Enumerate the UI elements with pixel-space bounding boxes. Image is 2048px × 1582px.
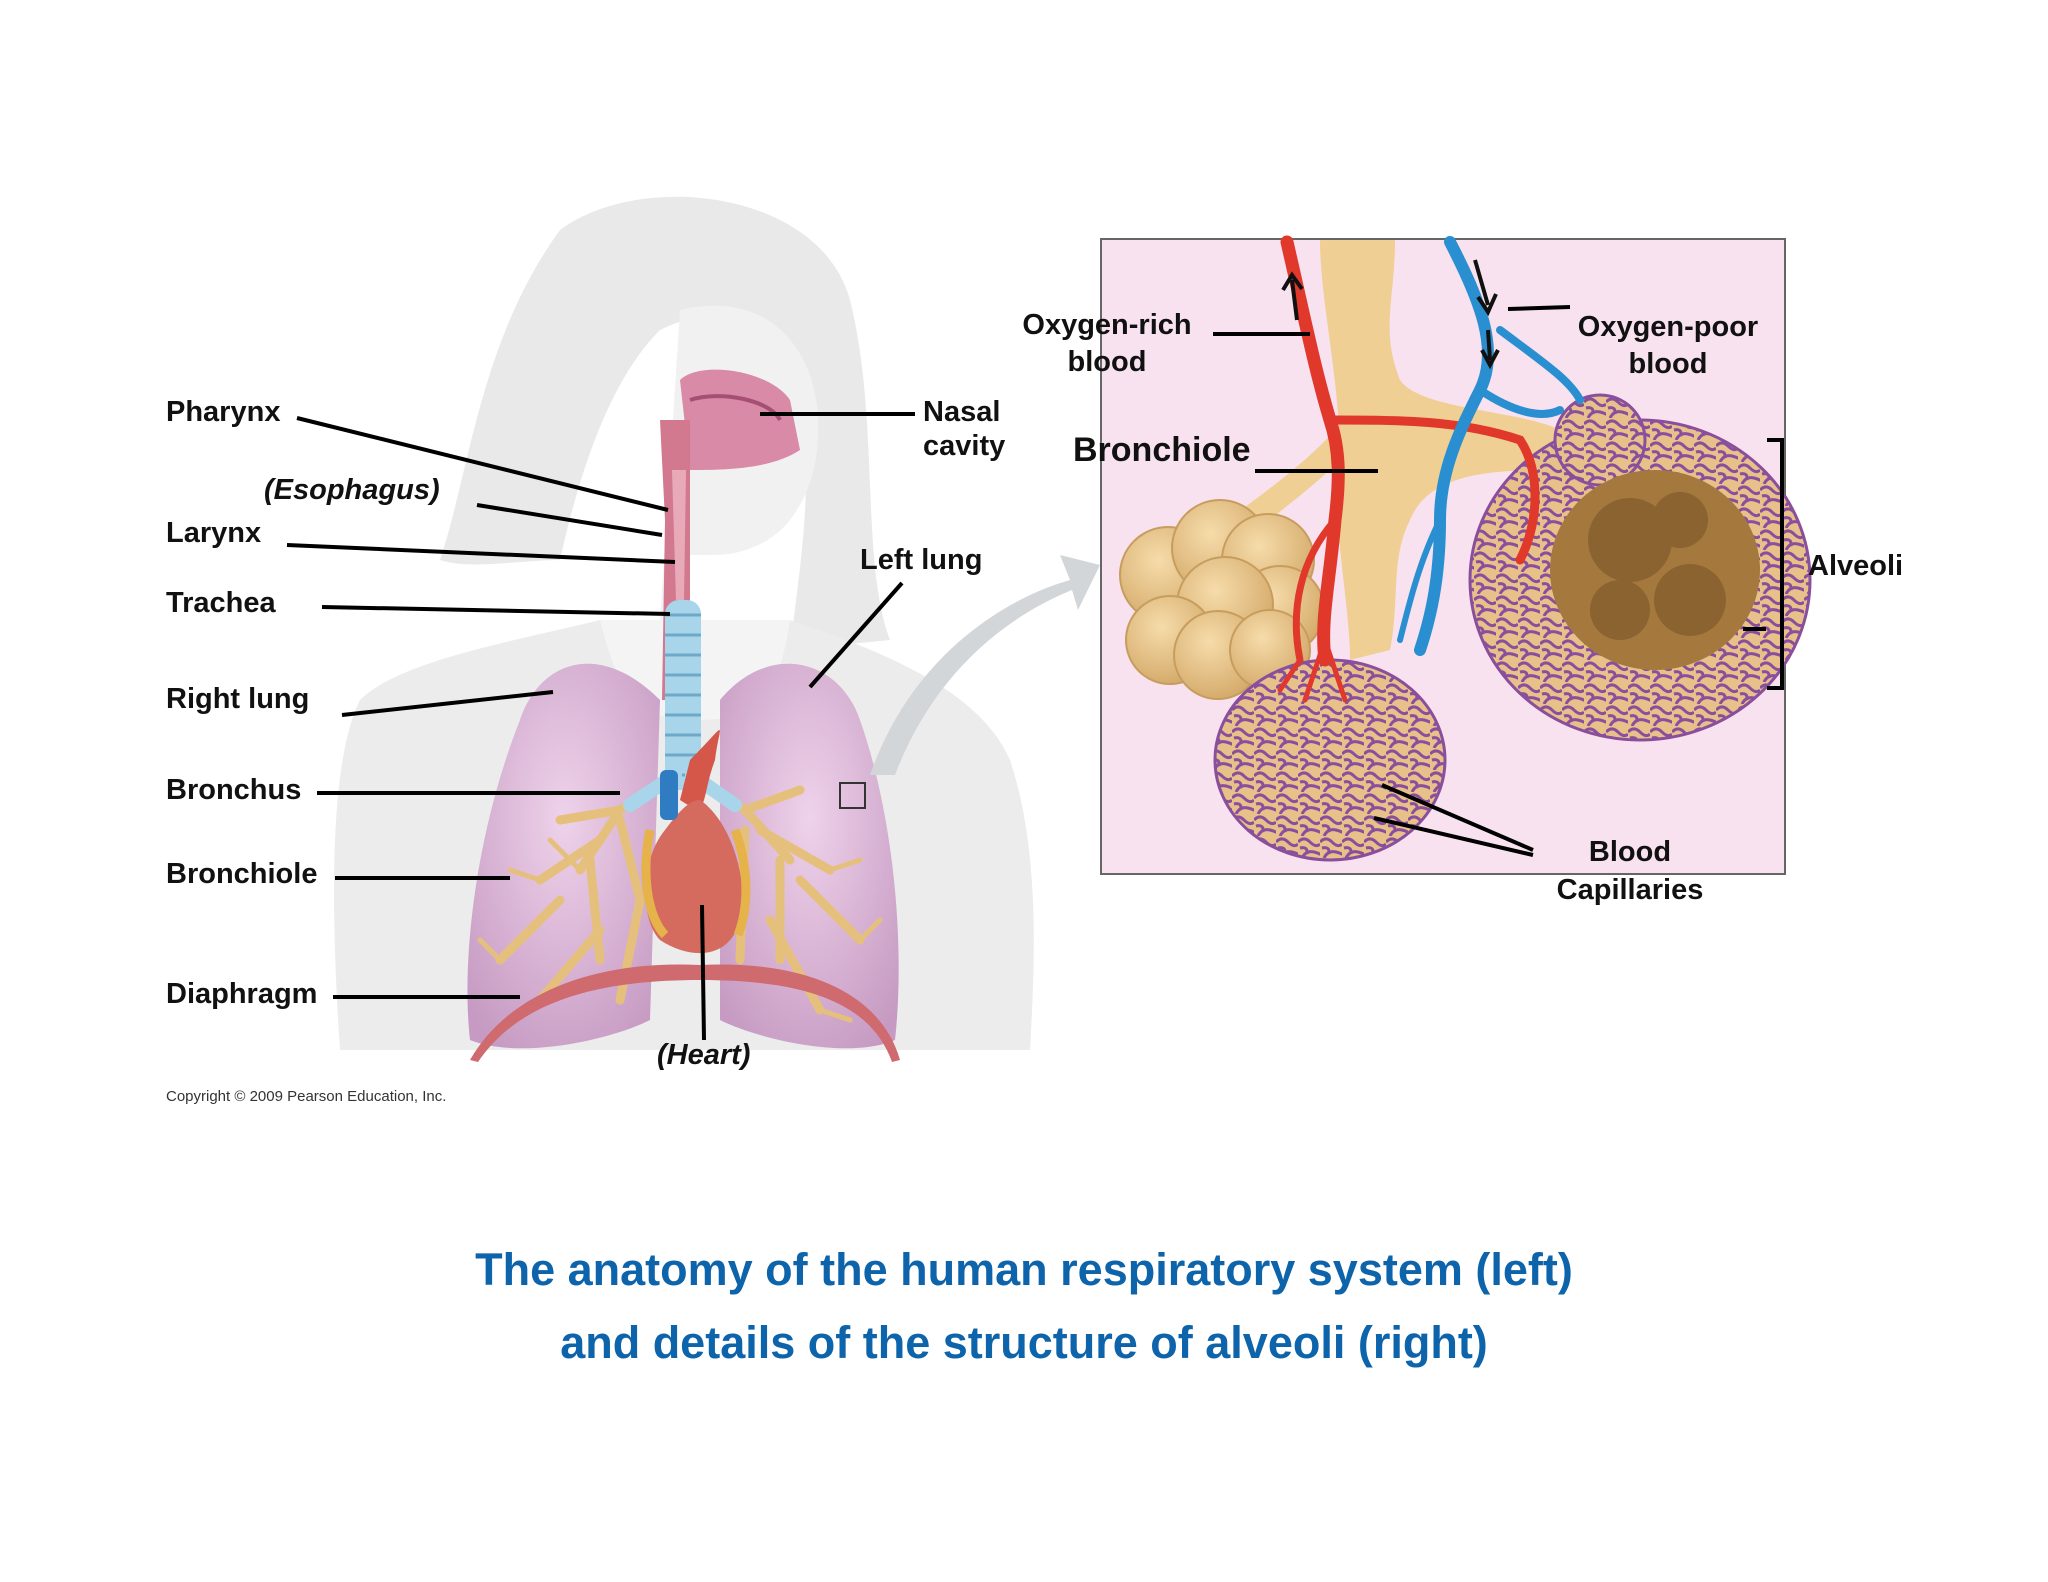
trachea-shape bbox=[665, 600, 701, 790]
label-oxygen-poor-line1: Oxygen-poor bbox=[1577, 311, 1759, 343]
heart-shape bbox=[641, 730, 751, 954]
label-alveoli: Alveoli bbox=[1808, 550, 1904, 582]
label-nasal-cavity-line1: Nasal bbox=[923, 396, 1001, 428]
copyright-notice: Copyright © 2009 Pearson Education, Inc. bbox=[166, 1088, 447, 1105]
label-bronchus: Bronchus bbox=[166, 774, 302, 806]
caption-line1: The anatomy of the human respiratory sys… bbox=[475, 1244, 1573, 1295]
zoom-region-box bbox=[839, 782, 866, 809]
leader-lines bbox=[286, 305, 1784, 1041]
zoom-arrow bbox=[870, 555, 1100, 775]
label-heart: (Heart) bbox=[657, 1039, 751, 1071]
lungs-shape bbox=[467, 663, 899, 1049]
label-bronchiole-right: Bronchiole bbox=[1073, 431, 1251, 469]
label-bronchiole-left: Bronchiole bbox=[166, 858, 318, 890]
label-esophagus: (Esophagus) bbox=[264, 474, 440, 506]
label-left-lung: Left lung bbox=[860, 544, 983, 576]
capillary-cluster-right bbox=[1468, 393, 1812, 742]
label-oxygen-poor-line2: blood bbox=[1628, 348, 1708, 380]
label-blood-line2: Capillaries bbox=[1556, 874, 1704, 906]
capillary-cluster-bottom bbox=[1213, 658, 1447, 862]
label-blood-line1: Blood bbox=[1588, 836, 1672, 868]
alveoli-inset bbox=[1100, 235, 1812, 875]
diaphragm-shape bbox=[470, 964, 900, 1062]
label-larynx: Larynx bbox=[166, 517, 262, 549]
label-trachea: Trachea bbox=[166, 587, 276, 619]
label-pharynx: Pharynx bbox=[166, 396, 281, 428]
label-oxygen-rich-line2: blood bbox=[1067, 346, 1147, 378]
label-right-lung: Right lung bbox=[166, 683, 310, 715]
label-diaphragm: Diaphragm bbox=[166, 978, 318, 1010]
label-nasal-cavity-line2: cavity bbox=[923, 430, 1006, 462]
label-oxygen-rich-line1: Oxygen-rich bbox=[1022, 309, 1192, 341]
caption-line2: and details of the structure of alveoli … bbox=[560, 1317, 1488, 1368]
